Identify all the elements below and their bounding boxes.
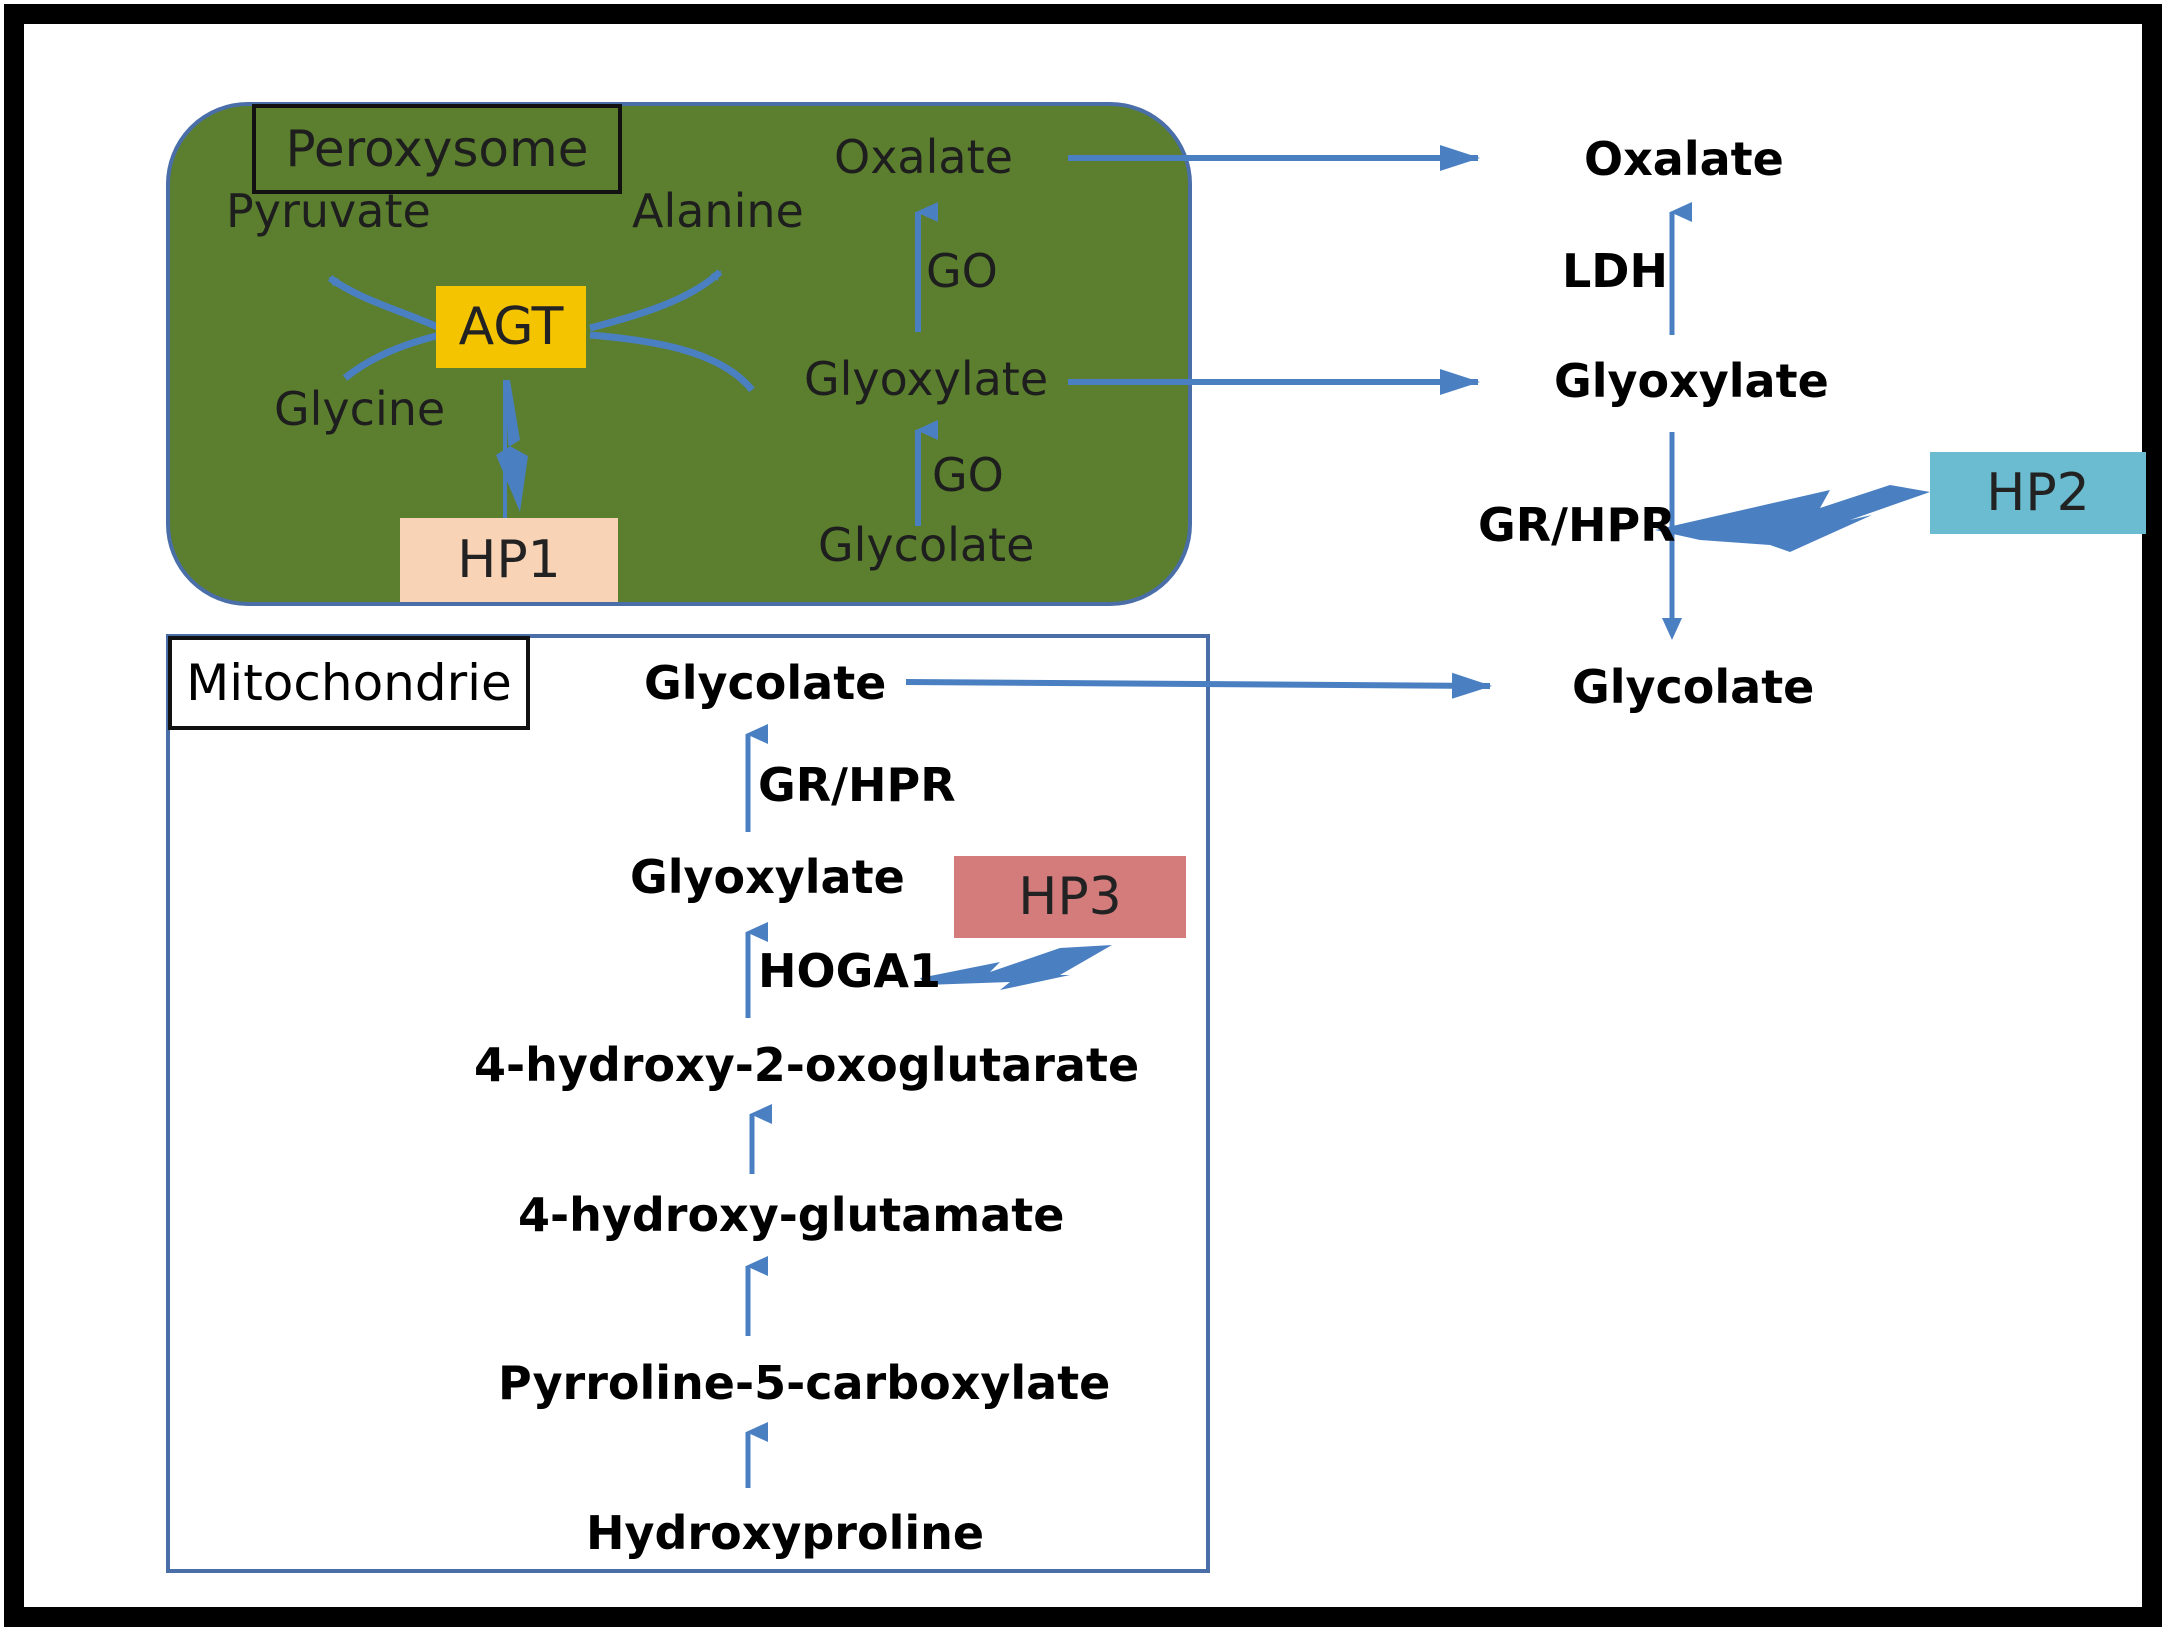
oxalate-cyto-label: Oxalate [1584, 132, 1784, 186]
go-label-top: GO [926, 244, 998, 298]
alanine-label: Alanine [632, 184, 804, 238]
export-glycolate-arrow [905, 672, 1492, 699]
hp2-tag: HP2 [1930, 452, 2146, 534]
hp1-lightning [496, 380, 528, 512]
glyoxylate-mito-label: Glyoxylate [630, 850, 905, 904]
hog-label: 4-hydroxy-2-oxoglutarate [474, 1038, 1140, 1092]
glycolate-perox-label: Glycolate [818, 518, 1035, 572]
hoga1-label: HOGA1 [758, 944, 941, 998]
agt-curve-pyruvate [327, 275, 442, 332]
hp1-tag: HP1 [400, 518, 618, 602]
glyoxylate-cyto-label: Glyoxylate [1554, 354, 1829, 408]
glyoxylate-perox-label: Glyoxylate [804, 352, 1049, 406]
hp3-lightning [920, 945, 1112, 990]
pyruvate-label: Pyruvate [226, 184, 431, 238]
go-label-bottom: GO [932, 448, 1004, 502]
gr-hpr-cyto-label: GR/HPR [1478, 498, 1676, 552]
oxalate-perox-label: Oxalate [834, 130, 1013, 184]
glycolate-mito-label: Glycolate [644, 656, 887, 710]
outer-border [4, 4, 2162, 1627]
agt-curve-glyoxylate [589, 331, 755, 393]
hp2-lightning [1655, 485, 1930, 552]
mitochondrie-compartment [166, 634, 1210, 1573]
agt-enzyme: AGT [436, 286, 586, 368]
glycine-label: Glycine [274, 382, 446, 436]
peroxysome-title: Peroxysome [252, 104, 622, 194]
hp3-tag: HP3 [954, 856, 1186, 938]
hydroxyproline-label: Hydroxyproline [586, 1506, 985, 1560]
glycolate-cyto-label: Glycolate [1572, 660, 1815, 714]
gr-hpr-mito-label: GR/HPR [758, 758, 956, 812]
ldh-label: LDH [1562, 244, 1668, 298]
agt-curve-alanine [589, 269, 723, 332]
peroxysome-compartment [166, 102, 1192, 606]
agt-curve-glycine [342, 331, 441, 381]
p5c-label: Pyrroline-5-carboxylate [498, 1356, 1111, 1410]
hgl-label: 4-hydroxy-glutamate [518, 1188, 1065, 1242]
mitochondrie-title: Mitochondrie [168, 636, 530, 730]
